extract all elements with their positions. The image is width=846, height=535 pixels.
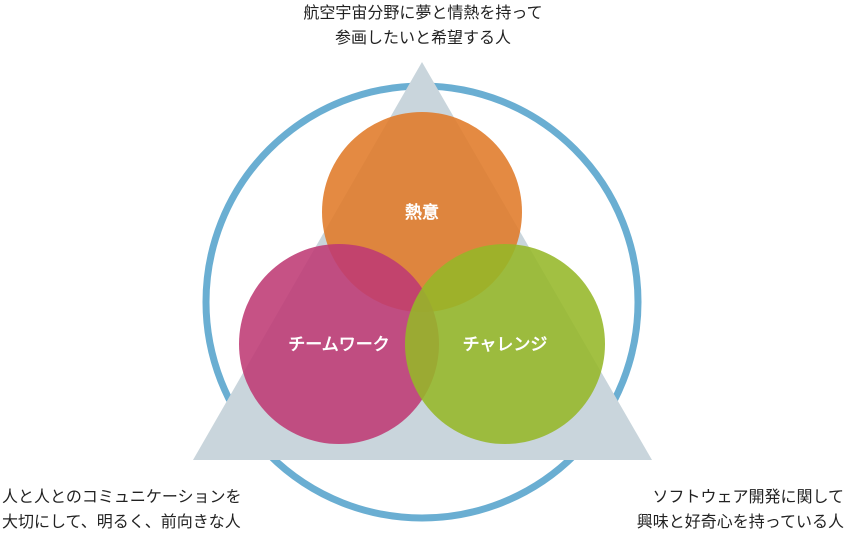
caption-top: 航空宇宙分野に夢と情熱を持って 参画したいと希望する人 (0, 0, 846, 50)
caption-bottom-left-line1: 人と人とのコミュニケーションを (2, 487, 242, 506)
label-challenge: チャレンジ (463, 335, 548, 355)
label-teamwork: チームワーク (288, 335, 390, 355)
caption-bottom-left-line2: 大切にして、明るく、前向きな人 (2, 512, 241, 531)
caption-bottom-right-line1: ソフトウェア開発に関して (652, 487, 844, 506)
label-passion: 熱意 (405, 202, 439, 223)
caption-bottom-left: 人と人とのコミュニケーションを 大切にして、明るく、前向きな人 (2, 484, 242, 534)
caption-top-line2: 参画したいと希望する人 (334, 28, 511, 47)
circle-challenge (405, 244, 605, 444)
circle-teamwork (239, 244, 439, 444)
caption-top-line1: 航空宇宙分野に夢と情熱を持って (303, 3, 543, 22)
caption-bottom-right: ソフトウェア開発に関して 興味と好奇心を持っている人 (637, 484, 844, 534)
caption-bottom-right-line2: 興味と好奇心を持っている人 (636, 512, 844, 531)
